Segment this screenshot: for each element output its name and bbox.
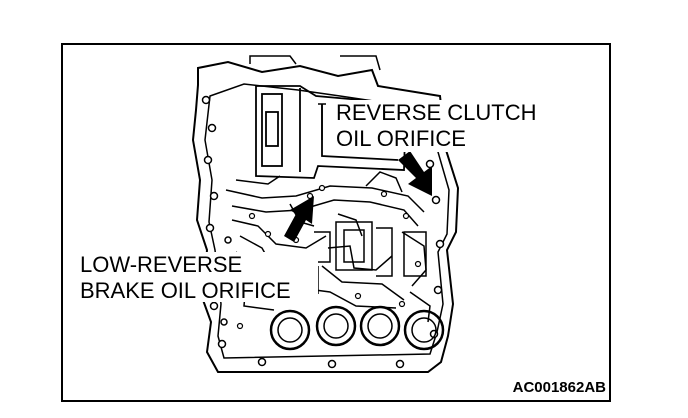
low-reverse-label-line1: LOW-REVERSE (80, 252, 242, 277)
solenoid-valves (269, 305, 445, 351)
reverse-clutch-label-line2: OIL ORIFICE (336, 126, 466, 151)
reference-code: AC001862AB (513, 379, 607, 396)
reverse-clutch-arrow (398, 151, 432, 196)
reverse-clutch-leader (318, 103, 326, 140)
low-reverse-arrow (284, 196, 314, 242)
figure-frame (61, 43, 611, 402)
low-reverse-label-bg (76, 252, 318, 302)
valve-bores (314, 171, 427, 277)
ports (236, 184, 422, 330)
low-reverse-label-line2: BRAKE OIL ORIFICE (80, 278, 291, 303)
reverse-clutch-label-line1: REVERSE CLUTCH (336, 100, 536, 125)
reverse-clutch-label-bg (332, 100, 564, 152)
